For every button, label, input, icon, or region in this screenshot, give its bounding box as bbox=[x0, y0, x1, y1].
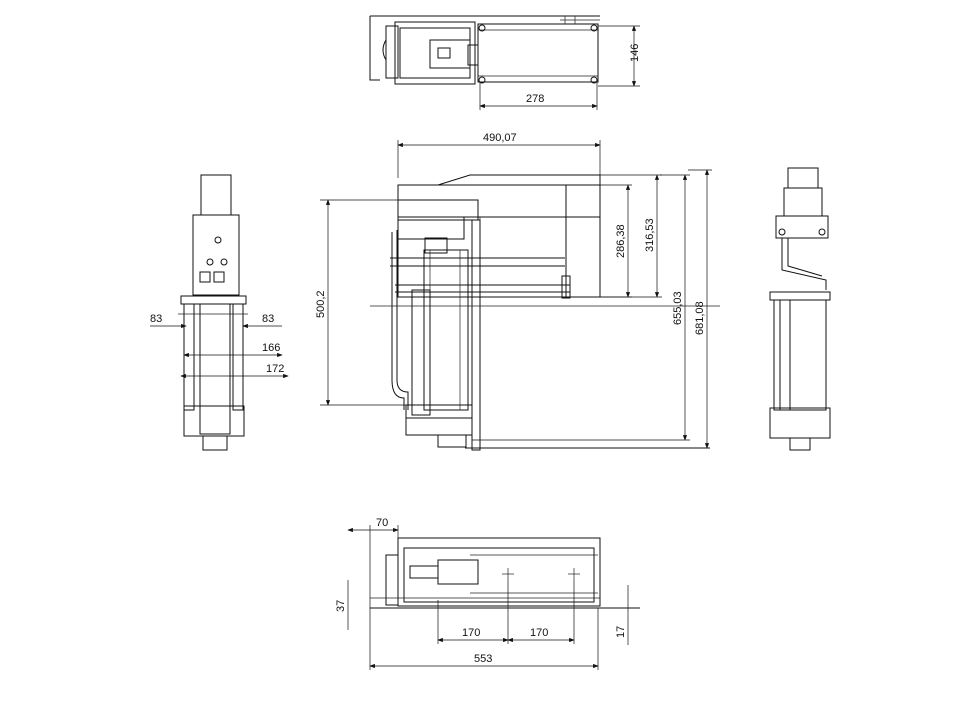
dim-170-a: 170 bbox=[462, 627, 480, 639]
left-side-view: 83 83 166 172 bbox=[150, 174, 289, 451]
dim-146: 146 bbox=[629, 44, 641, 62]
dim-83-right: 83 bbox=[262, 313, 274, 325]
dim-83-left: 83 bbox=[150, 313, 162, 325]
front-view: 490,07 500,2 286,38 316,53 655,03 681,08 bbox=[315, 132, 720, 451]
dim-170-b: 170 bbox=[530, 627, 548, 639]
dim-655: 655,03 bbox=[672, 291, 684, 325]
right-side-view bbox=[769, 167, 831, 451]
dim-490: 490,07 bbox=[483, 132, 517, 144]
dim-166: 166 bbox=[262, 342, 280, 354]
dim-553: 553 bbox=[474, 653, 492, 665]
dim-316: 316,53 bbox=[644, 218, 656, 252]
dim-70: 70 bbox=[376, 517, 388, 529]
dim-172: 172 bbox=[266, 363, 284, 375]
dim-286: 286,38 bbox=[615, 224, 627, 258]
dim-278: 278 bbox=[526, 93, 544, 105]
dim-500: 500,2 bbox=[315, 290, 327, 318]
top-view: 146 278 bbox=[369, 15, 641, 110]
dim-681: 681,08 bbox=[694, 301, 706, 335]
dim-17: 17 bbox=[615, 626, 627, 638]
bottom-view: 70 37 170 170 17 553 bbox=[335, 517, 640, 670]
dim-37: 37 bbox=[335, 600, 347, 612]
